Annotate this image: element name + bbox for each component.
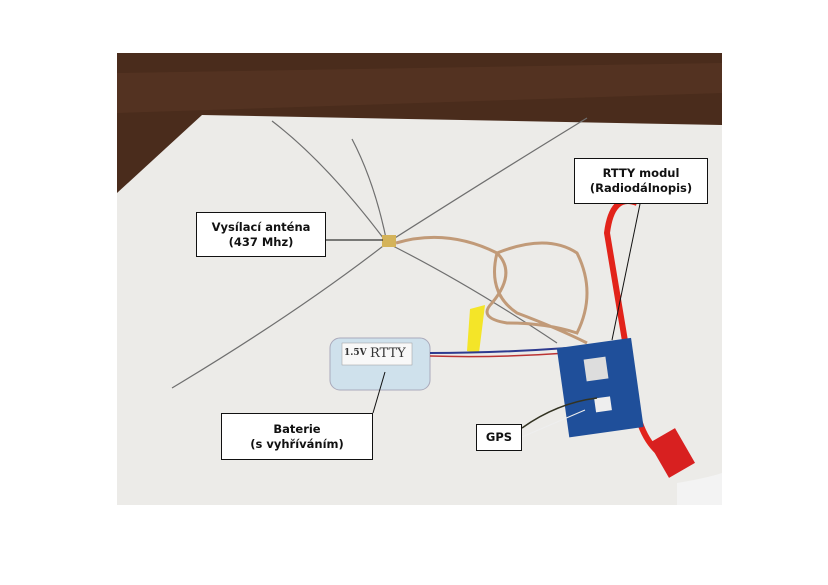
battery-label-title: Baterie <box>273 421 321 436</box>
antenna-wires <box>171 117 588 389</box>
gps-label: GPS <box>476 424 522 451</box>
antenna-label-title: Vysílací anténa <box>211 219 311 234</box>
gps-label-title: GPS <box>485 430 513 444</box>
wires <box>429 347 568 354</box>
yellow-tape <box>467 305 485 353</box>
antenna-connector <box>382 235 396 247</box>
battery-label: Baterie (s vyhříváním) <box>221 413 373 460</box>
antenna-label: Vysílací anténa (437 Mhz) <box>196 212 326 257</box>
rtty-label-title: RTTY modul <box>602 166 680 180</box>
coax-cable <box>395 235 589 345</box>
battery-voltage: 1.5V <box>344 348 367 358</box>
rtty-module-label: RTTY modul (Radiodálnopis) <box>574 158 708 204</box>
rtty-label-subtitle: (Radiodálnopis) <box>589 181 693 195</box>
antenna-label-frequency: (437 Mhz) <box>228 234 294 249</box>
battery-name: RTTY <box>370 346 406 361</box>
red-connector <box>649 428 695 478</box>
battery-label-subtitle: (s vyhříváním) <box>250 436 344 451</box>
gps-wire <box>521 397 598 429</box>
